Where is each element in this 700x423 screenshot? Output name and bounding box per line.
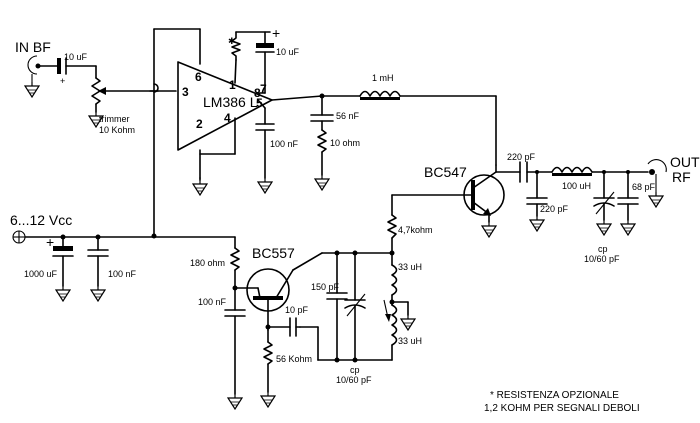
label-res-56k: 56 Kohm: [276, 354, 312, 364]
label-plus-1000u: +: [46, 234, 54, 250]
label-cap-68p: 68 pF: [632, 182, 656, 192]
pin-2: 2: [196, 117, 203, 131]
inductor-1mh: [321, 90, 497, 166]
note-line-1: * RESISTENZA OPZIONALE: [490, 390, 619, 401]
tank-circuit: [267, 250, 395, 363]
label-star: ✱: [228, 36, 236, 46]
label-ic: LM386 L: [203, 94, 258, 110]
label-in-bf: IN BF: [15, 39, 51, 55]
trimmer-resistor: [88, 65, 177, 128]
label-res-47k: 4,7kohm: [398, 225, 433, 235]
label-bc557: BC557: [252, 245, 295, 261]
pin-7: 7: [260, 82, 267, 96]
resistor-56k: [260, 329, 276, 408]
label-cp-a: cp: [598, 244, 608, 254]
label-cp-b: cp: [350, 365, 360, 375]
label-cap-top: 10 uF: [276, 47, 300, 57]
resistor-180: [224, 236, 259, 410]
label-vcc: 6...12 Vcc: [10, 212, 72, 228]
resistor-4k7: [387, 194, 397, 254]
pin-5: 5: [256, 96, 263, 110]
note-line-2: 1,2 KOHM PER SEGNALI DEBOLI: [484, 403, 640, 414]
label-inductor-1mh: 1 mH: [372, 73, 394, 83]
inductors-33uh: [383, 252, 416, 361]
label-out: OUT: [670, 154, 700, 170]
pin-8: 8: [254, 86, 261, 100]
label-trimmer: trimmer: [99, 114, 130, 124]
label-cap-56n: 56 nF: [336, 111, 360, 121]
label-cap-1000u: 1000 uF: [24, 269, 58, 279]
label-cap-in: 10 uF: [64, 52, 88, 62]
output-filter: [519, 161, 649, 236]
label-cap-220p-a: 220 pF: [507, 152, 536, 162]
transistor-bc557: [246, 252, 323, 331]
label-cap-150p: 150 pF: [311, 282, 340, 292]
pin-3: 3: [182, 85, 189, 99]
label-bc547: BC547: [424, 164, 467, 180]
lm386-ic: [177, 28, 323, 196]
power-input: [12, 230, 236, 302]
label-cp-b-value: 10/60 pF: [336, 375, 372, 385]
label-res-10ohm: 10 ohm: [330, 138, 360, 148]
label-cap-10p: 10 pF: [285, 305, 309, 315]
transistor-bc547: [391, 164, 521, 238]
capacitor-input: [57, 57, 97, 75]
label-cap-220p-b: 220 pF: [540, 204, 569, 214]
feedback-loop: [149, 28, 275, 237]
pin-4: 4: [224, 111, 231, 125]
label-res-180: 180 ohm: [190, 258, 225, 268]
label-cap-100n-a: 100 nF: [270, 139, 299, 149]
output-connector: [647, 159, 667, 208]
label-ind-33uh-a: 33 uH: [398, 262, 422, 272]
pin-6: 6: [195, 70, 202, 84]
label-cap-100n-c: 100 nF: [198, 297, 227, 307]
pin-1: 1: [229, 78, 236, 92]
label-trimmer-value: 10 Kohm: [99, 125, 135, 135]
label-ind-100uh: 100 uH: [562, 181, 591, 191]
label-plus-in: +: [60, 76, 65, 86]
label-ind-33uh-b: 33 uH: [398, 336, 422, 346]
capacitor-100n-a: [255, 99, 275, 194]
label-rf: RF: [672, 169, 691, 185]
label-cp-a-value: 10/60 pF: [584, 254, 620, 264]
label-cap-100n-b: 100 nF: [108, 269, 137, 279]
label-plus-top: +: [272, 25, 280, 41]
input-connector: [24, 55, 58, 98]
